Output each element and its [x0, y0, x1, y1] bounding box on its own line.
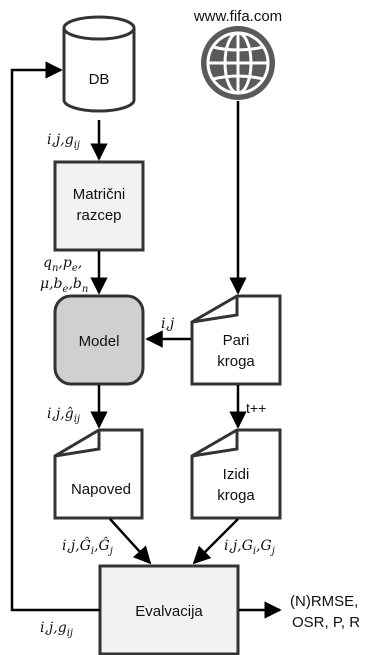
label-db-matricni: i,j,gij [47, 132, 80, 151]
matricni-razcep-node: Matrični razcep [53, 160, 145, 252]
arrow-eval-feedback-to-db [10, 61, 100, 612]
label-params-line2: μ,be,bn [40, 276, 88, 295]
pari-label-line2: kroga [217, 353, 255, 370]
label-eval-db: i,j,gij [40, 620, 73, 639]
model-node: Model [53, 294, 145, 386]
label-pari-izidi: t++ [246, 400, 266, 416]
output-metrics-line1: (N)RMSE, [290, 593, 358, 610]
db-label: DB [89, 71, 110, 88]
izidi-label-line1: Izidi [223, 466, 250, 483]
model-label: Model [79, 333, 120, 350]
evalvacija-node: Evalvacija [98, 564, 240, 655]
label-model-napoved: i,j,ĝij [47, 405, 80, 425]
izidi-kroga-node: Izidi kroga [190, 428, 282, 520]
output-metrics-line2: OSR, P, R [292, 614, 360, 631]
arrow-napoved-to-eval [109, 518, 152, 565]
izidi-label-line2: kroga [217, 487, 255, 504]
evalvacija-label: Evalvacija [135, 603, 203, 620]
globe-icon [201, 26, 275, 100]
pari-kroga-node: Pari kroga [190, 294, 282, 386]
label-napoved-eval: i,j,Ĝi,Ĝj [62, 536, 113, 557]
napoved-node: Napoved [53, 428, 144, 520]
connectors [10, 61, 282, 619]
label-params-line1: qn,pe, [43, 255, 82, 274]
web-source-label: www.fifa.com [193, 8, 282, 25]
pari-label-line1: Pari [223, 332, 250, 349]
arrow-izidi-to-eval [192, 518, 239, 565]
matricni-label-line2: razcep [76, 207, 121, 224]
napoved-label: Napoved [71, 481, 131, 498]
label-pari-model: i,j [161, 316, 175, 332]
db-node: DB [62, 15, 136, 113]
matricni-label-line1: Matrični [73, 186, 126, 203]
label-izidi-eval: i,j,Gi,Gj [224, 538, 275, 557]
